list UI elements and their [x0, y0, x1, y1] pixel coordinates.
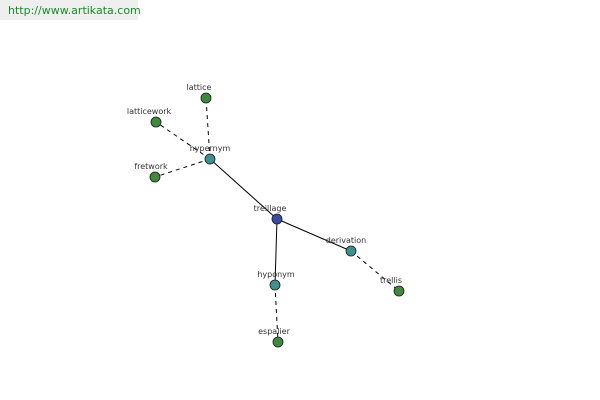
- node-fretwork[interactable]: [149, 171, 161, 183]
- source-url-link[interactable]: http://www.artikata.com: [8, 4, 141, 17]
- edge-hypernym-latticework: [155, 121, 211, 160]
- node-label-espalier[interactable]: espalier: [258, 327, 290, 336]
- node-label-fretwork[interactable]: fretwork: [134, 162, 168, 171]
- node-label-hypernym[interactable]: hypernym: [190, 144, 231, 153]
- node-derivation[interactable]: [345, 245, 357, 257]
- node-lattice[interactable]: [200, 92, 212, 104]
- graph-edges: [154, 97, 400, 343]
- edge-hypernym-lattice: [205, 97, 211, 160]
- edge-treillage-hypernym: [209, 158, 278, 220]
- edge-hypernym-fretwork: [154, 158, 211, 178]
- edge-derivation-trellis: [350, 250, 400, 292]
- node-label-latticework[interactable]: latticework: [127, 107, 172, 116]
- node-hypernym[interactable]: [204, 153, 216, 165]
- edge-treillage-hyponym: [274, 218, 278, 286]
- node-label-lattice[interactable]: lattice: [187, 83, 212, 92]
- node-label-trellis[interactable]: trellis: [380, 276, 402, 285]
- graph-nodes: [149, 92, 405, 348]
- node-label-derivation[interactable]: derivation: [326, 236, 366, 245]
- node-espalier[interactable]: [272, 336, 284, 348]
- node-hyponym[interactable]: [269, 279, 281, 291]
- url-banner: http://www.artikata.com: [0, 0, 141, 20]
- node-label-treillage[interactable]: treillage: [254, 204, 287, 213]
- node-latticework[interactable]: [150, 116, 162, 128]
- node-trellis[interactable]: [393, 285, 405, 297]
- node-treillage[interactable]: [271, 213, 283, 225]
- edge-treillage-derivation: [276, 218, 352, 252]
- node-label-hyponym[interactable]: hyponym: [257, 270, 295, 279]
- graph-labels: treillage hypernym hyponym derivation lattic…: [127, 83, 402, 336]
- edge-hyponym-espalier: [274, 284, 279, 343]
